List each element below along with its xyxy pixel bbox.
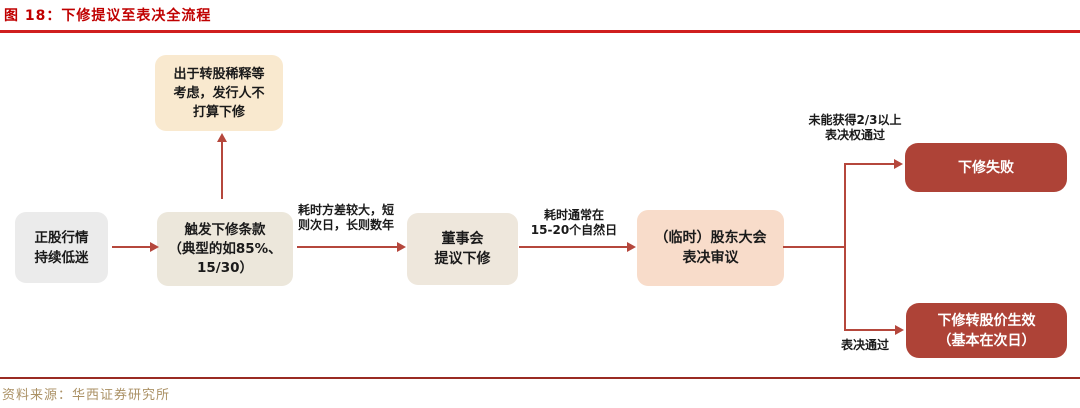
arrow-board-to-meeting-head (627, 242, 636, 252)
source-note: 资料来源：华西证券研究所 (2, 388, 171, 403)
branch-vertical-line (844, 163, 846, 331)
node-board-proposal: 董事会 提议下修 (407, 213, 518, 285)
title-divider (0, 30, 1080, 33)
arrow-underlying-to-trigger-head (150, 242, 159, 252)
node-trigger-clause: 触发下修条款 （典型的如85%、 15/30） (157, 212, 293, 286)
node-revision-effective: 下修转股价生效 （基本在次日） (906, 303, 1067, 358)
edge-label-fail-condition: 未能获得2/3以上 表决权通过 (808, 113, 902, 142)
arrow-trigger-to-board-head (397, 242, 406, 252)
arrow-to-fail-line (844, 163, 894, 165)
node-underlying-stock: 正股行情 持续低迷 (15, 212, 108, 283)
arrow-underlying-to-trigger-line (112, 246, 150, 248)
edge-label-time-days: 耗时通常在 15-20个自然日 (530, 208, 618, 237)
edge-label-time-variance: 耗时方差较大，短 则次日，长则数年 (297, 203, 394, 232)
branch-stem-line (783, 246, 845, 248)
arrow-to-effective-head (895, 325, 904, 335)
node-shareholder-meeting: （临时）股东大会 表决审议 (637, 210, 784, 286)
arrow-board-to-meeting-line (519, 246, 627, 248)
arrow-trigger-to-board-line (297, 246, 397, 248)
figure-title: 图 18：下修提议至表决全流程 (4, 8, 212, 24)
arrow-to-fail-head (894, 159, 903, 169)
edge-label-pass-condition: 表决通过 (840, 338, 889, 352)
footer-divider (0, 377, 1080, 379)
arrow-trigger-to-norevision-line (221, 141, 223, 199)
arrow-trigger-to-norevision-head (217, 133, 227, 142)
arrow-to-effective-line (844, 329, 895, 331)
node-revision-fail: 下修失败 (905, 143, 1067, 192)
node-issuer-no-revision: 出于转股稀释等 考虑，发行人不 打算下修 (155, 55, 283, 131)
